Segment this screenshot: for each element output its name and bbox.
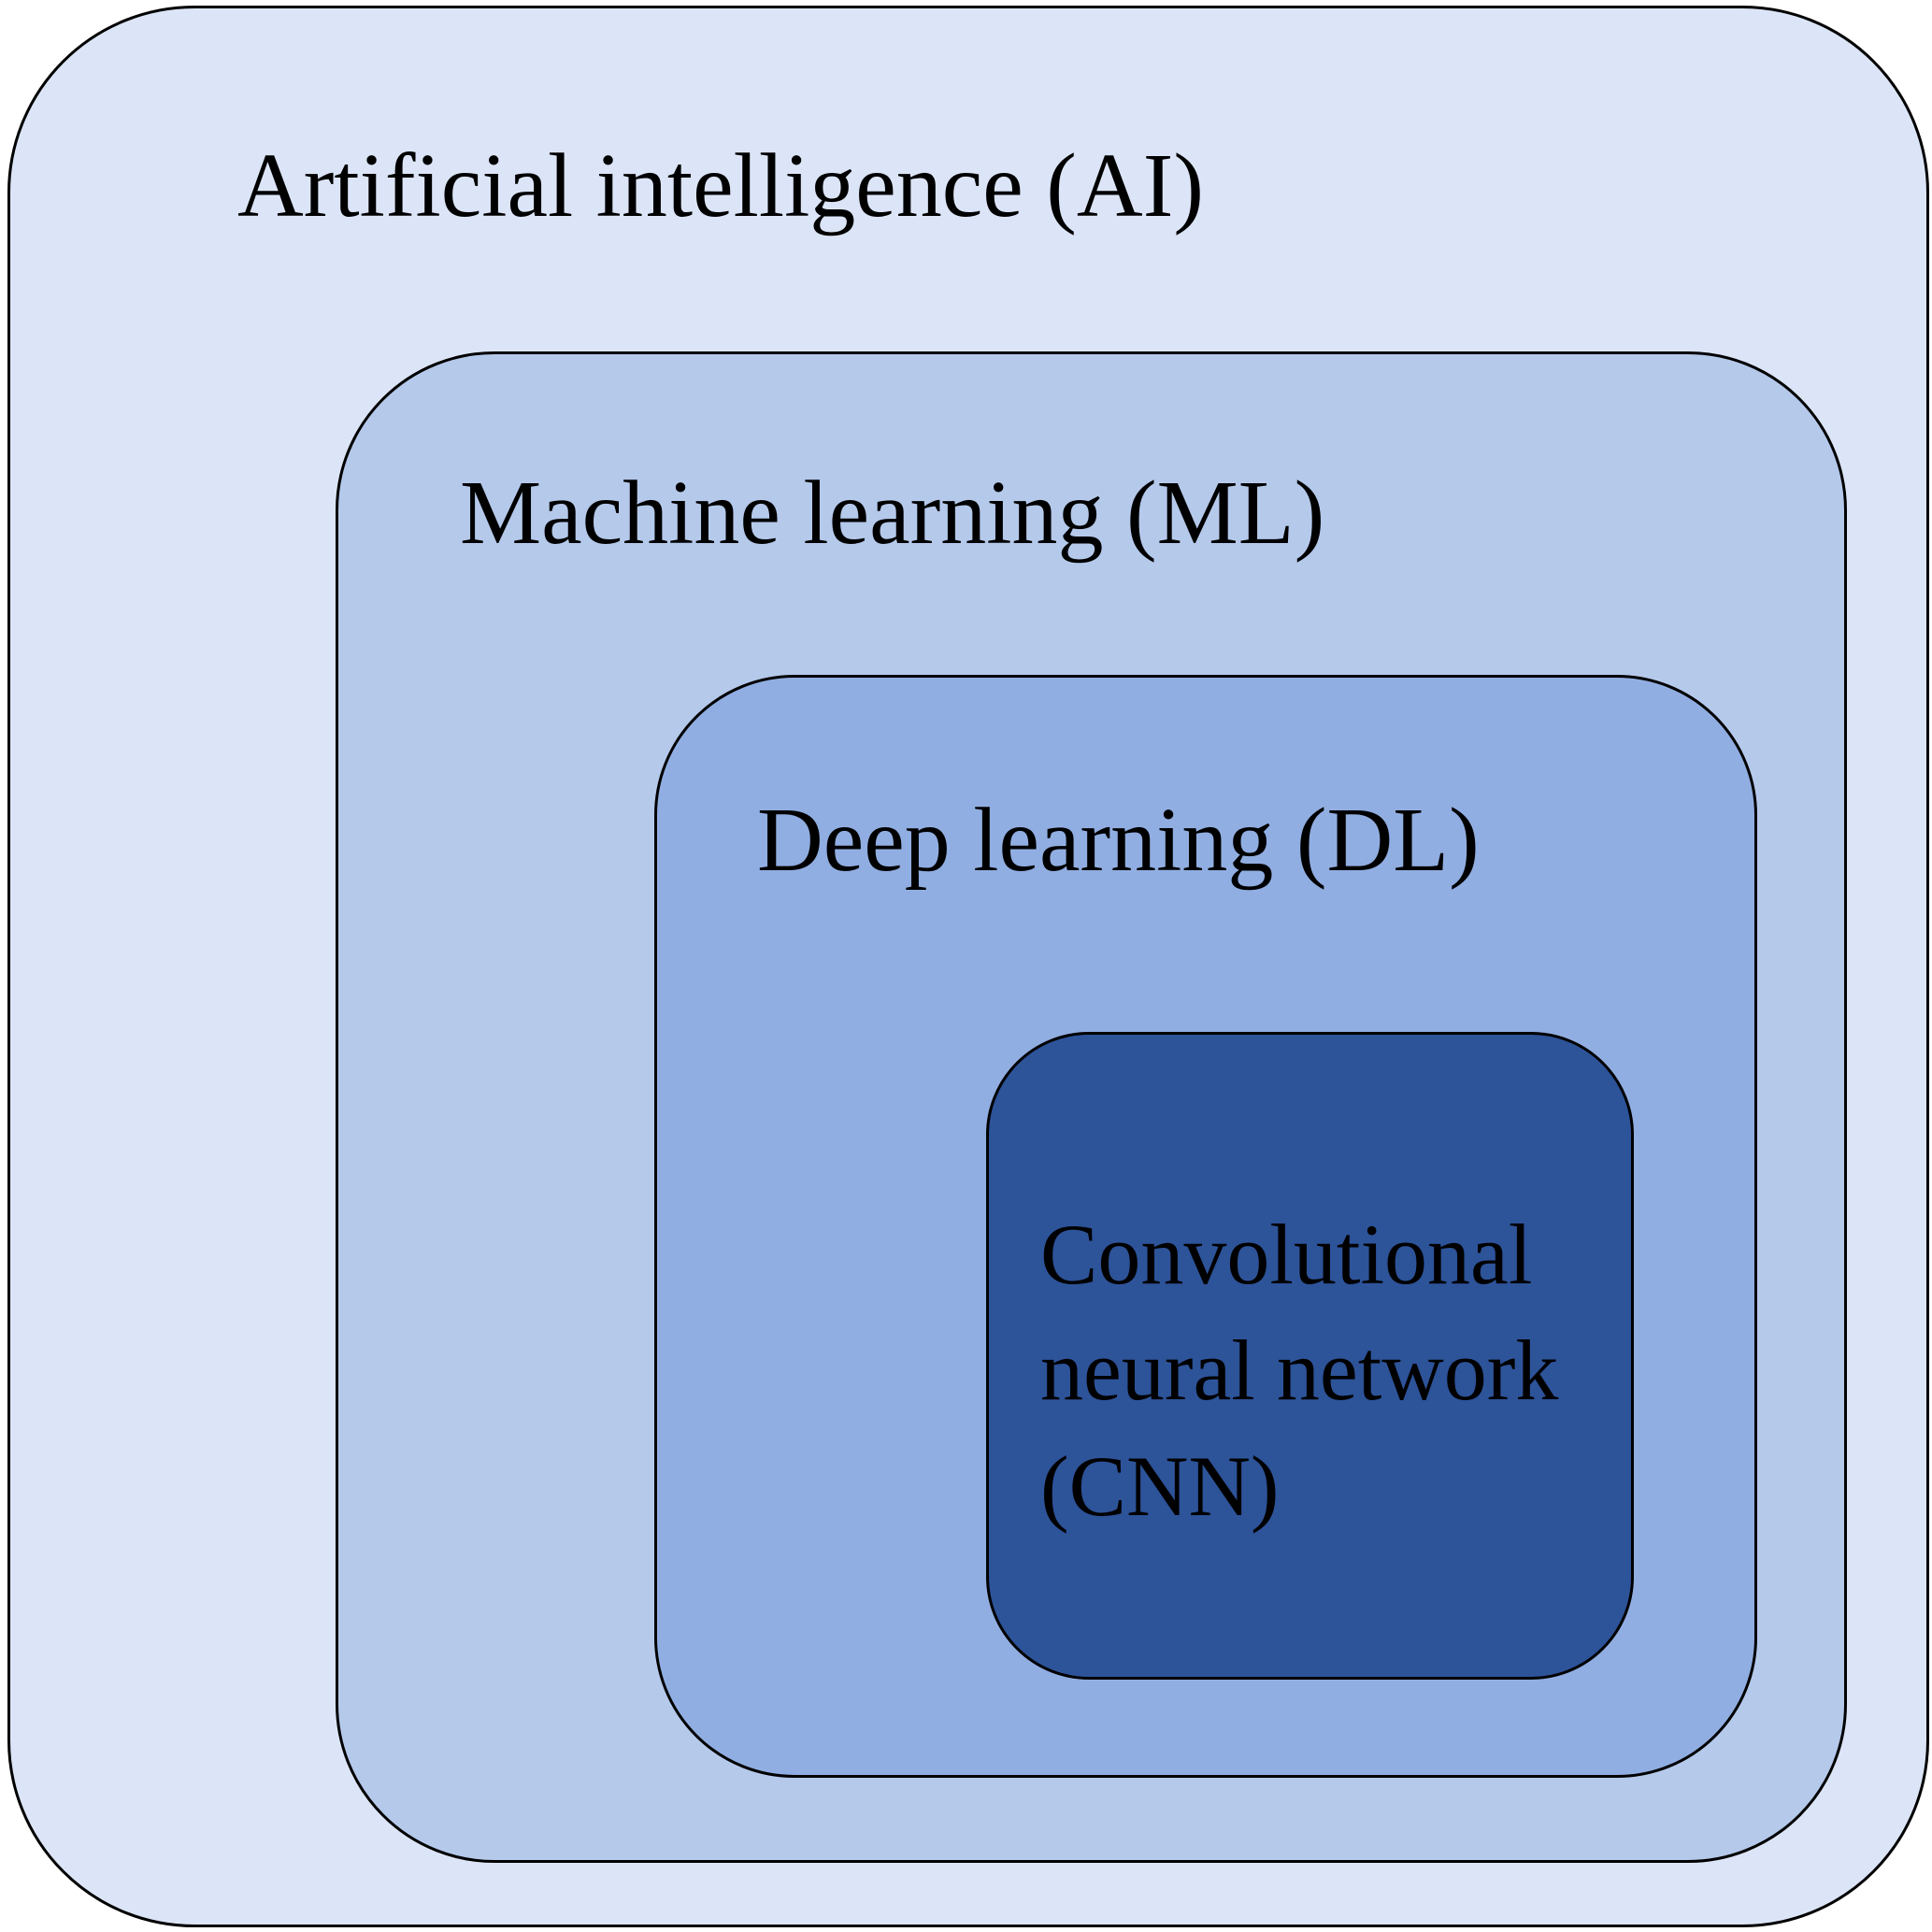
cnn-label-line-3: (CNN) (1040, 1438, 1280, 1534)
dl-label: Deep learning (DL) (757, 790, 1480, 891)
ml-label: Machine learning (ML) (460, 463, 1325, 564)
cnn-label: Convolutional neural network (CNN) (1040, 1196, 1558, 1544)
cnn-box (986, 1032, 1634, 1680)
ai-label: Artificial intelligence (AI) (237, 136, 1204, 236)
cnn-label-line-1: Convolutional (1040, 1207, 1533, 1302)
cnn-label-line-2: neural network (1040, 1323, 1559, 1418)
